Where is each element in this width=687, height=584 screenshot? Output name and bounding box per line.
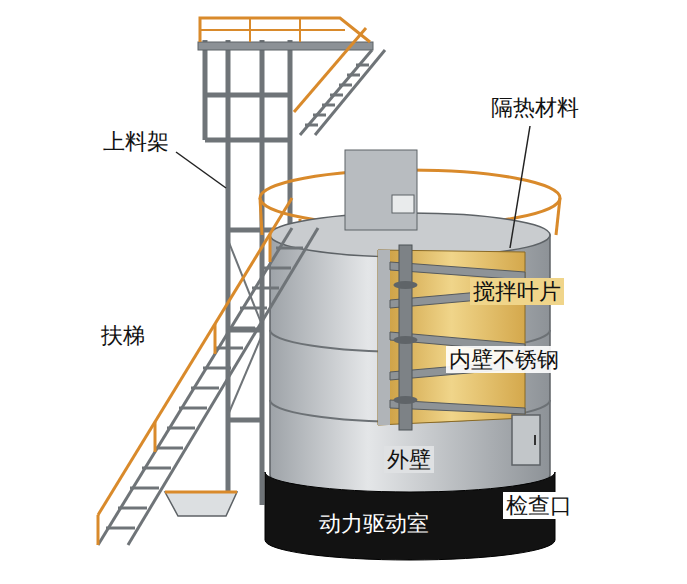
stair-handrail — [97, 515, 100, 545]
main-stair — [179, 407, 207, 410]
main-stair — [155, 447, 183, 450]
feed-hopper — [165, 491, 237, 494]
stirring-shaft — [394, 336, 418, 344]
stirring-shaft — [394, 245, 418, 430]
main-stair — [128, 228, 318, 545]
upper-stair — [315, 50, 385, 135]
leader-line — [176, 152, 226, 188]
part-label: 检查口 — [503, 492, 575, 519]
tank-top-railing — [556, 198, 560, 235]
main-stair — [118, 507, 147, 510]
main-stair — [264, 267, 291, 270]
main-stair — [252, 287, 279, 290]
main-stair — [216, 347, 243, 350]
tower-frame — [226, 40, 231, 505]
tower-frame — [205, 138, 290, 143]
main-stair — [167, 427, 195, 430]
tank-top-railing — [260, 198, 262, 235]
stirring-shaft — [394, 281, 418, 289]
top-platform — [200, 18, 370, 42]
leader-line — [176, 126, 530, 248]
leader-line — [510, 126, 530, 248]
stair-handrail — [214, 324, 217, 354]
part-label: 内壁不锈钢 — [446, 346, 562, 373]
upper-stair — [339, 84, 352, 87]
stirring-shaft — [394, 396, 418, 404]
main-stair — [98, 228, 318, 545]
top-platform — [299, 18, 301, 42]
tower-frame — [205, 93, 290, 98]
upper-stair — [347, 74, 360, 77]
feed-hopper — [165, 492, 237, 516]
part-label: 上料架 — [100, 128, 172, 155]
main-stair — [98, 228, 292, 545]
main-stair — [276, 247, 303, 250]
upper-stair — [330, 94, 343, 97]
main-stair — [191, 387, 219, 390]
main-stair — [130, 487, 159, 490]
main-stair — [228, 327, 255, 330]
tower-frame — [203, 40, 208, 140]
top-platform — [198, 18, 373, 50]
main-stair — [240, 307, 267, 310]
part-label: 隔热材料 — [488, 94, 582, 121]
upper-stair — [356, 64, 369, 67]
upper-stair — [294, 28, 385, 135]
part-label: 动力驱动室 — [316, 510, 432, 537]
main-stair — [142, 467, 171, 470]
upper-stair — [294, 28, 366, 112]
main-stair — [203, 367, 231, 370]
stair-handrail — [269, 234, 272, 262]
cutaway-insulation — [378, 250, 390, 425]
inspection-door — [512, 415, 540, 465]
stair-handrail — [154, 422, 157, 452]
main-stair — [106, 527, 135, 530]
stair-handrail — [98, 198, 292, 515]
upper-stair — [322, 104, 335, 107]
part-label: 扶梯 — [98, 322, 148, 349]
feed-hopper — [165, 492, 237, 516]
feed-port — [345, 150, 417, 230]
top-platform — [200, 29, 345, 31]
tower-frame — [228, 418, 262, 423]
inspection-door — [512, 415, 540, 465]
inspection-door — [534, 435, 536, 445]
feed-port — [392, 195, 414, 213]
stair-handrail — [98, 198, 292, 545]
part-label: 搅拌叶片 — [470, 278, 564, 305]
upper-stair — [305, 124, 318, 127]
top-platform — [249, 18, 251, 42]
upper-stair — [313, 114, 326, 117]
feed-port — [345, 150, 417, 230]
part-label: 外壁 — [384, 446, 434, 473]
